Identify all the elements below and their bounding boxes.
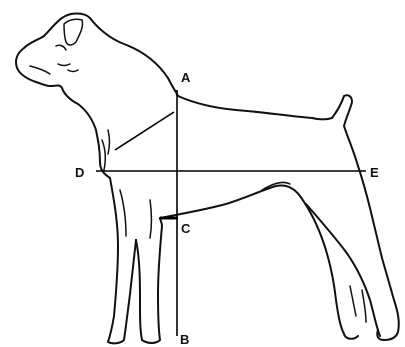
measurement-lines xyxy=(96,90,366,336)
dog-hind-leg-front xyxy=(300,196,358,339)
dog-mouth xyxy=(30,64,78,74)
dog-hock-detail xyxy=(350,286,366,322)
label-d: D xyxy=(75,165,84,180)
dog-front-leg-near xyxy=(108,178,136,343)
dog-front-legs xyxy=(102,130,162,343)
dog-chest-detail xyxy=(102,130,110,170)
label-c: C xyxy=(181,221,191,236)
label-e: E xyxy=(370,165,379,180)
line-shoulder-angle xyxy=(115,112,174,150)
label-b: B xyxy=(180,332,189,347)
point-labels: A B C D E xyxy=(75,70,379,347)
dog-tail xyxy=(332,95,352,126)
dog-shoulder-detail xyxy=(120,190,152,238)
label-a: A xyxy=(181,70,191,85)
dog-belly xyxy=(160,185,300,218)
dog-front-leg-far xyxy=(136,218,162,343)
dog-underside xyxy=(160,182,380,338)
dog-eye xyxy=(56,45,66,50)
dog-outline xyxy=(16,14,399,341)
dog-back xyxy=(178,96,332,120)
dog-head xyxy=(16,14,178,105)
dog-ear xyxy=(64,19,83,45)
